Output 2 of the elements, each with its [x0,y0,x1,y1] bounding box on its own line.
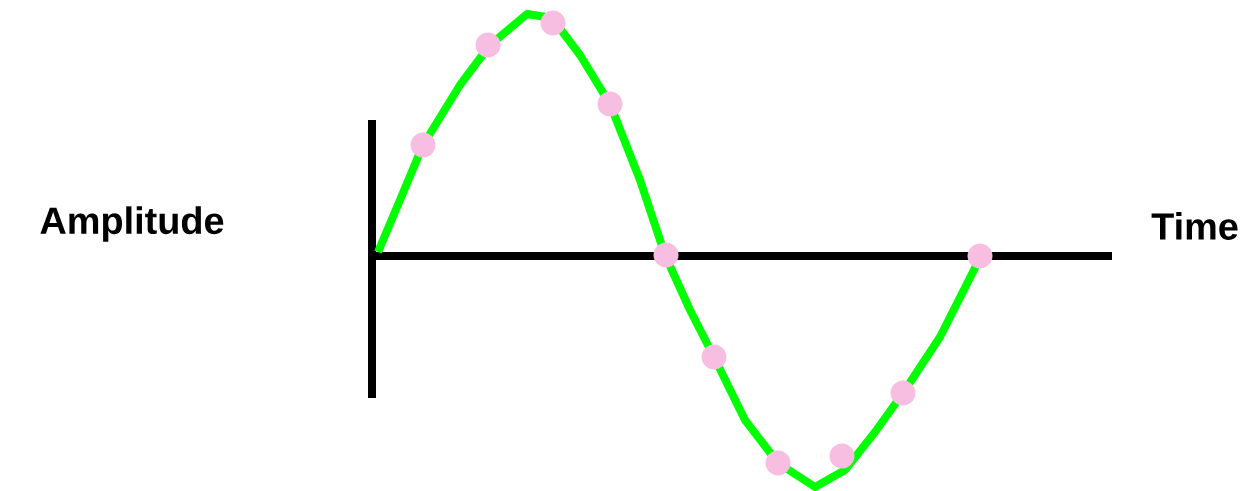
axis-label: Amplitude [40,206,224,242]
axis-label: Time [1151,212,1238,240]
